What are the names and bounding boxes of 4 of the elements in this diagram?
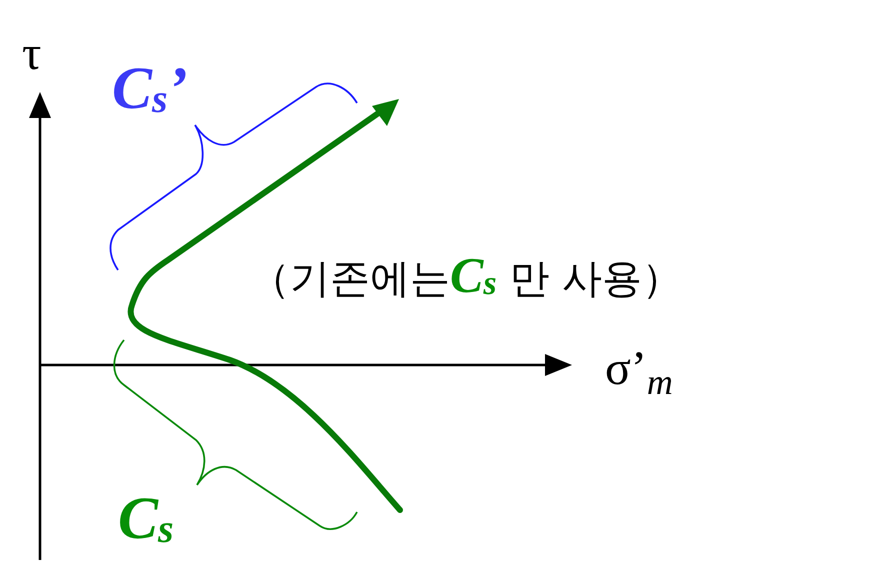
curve-label: C$_{s}$ — [118, 488, 174, 549]
axis-label: σ’$_{m}$ — [605, 345, 673, 400]
curve-label: C$_{s}$’ — [112, 58, 188, 119]
axis-label: τ — [22, 30, 42, 78]
